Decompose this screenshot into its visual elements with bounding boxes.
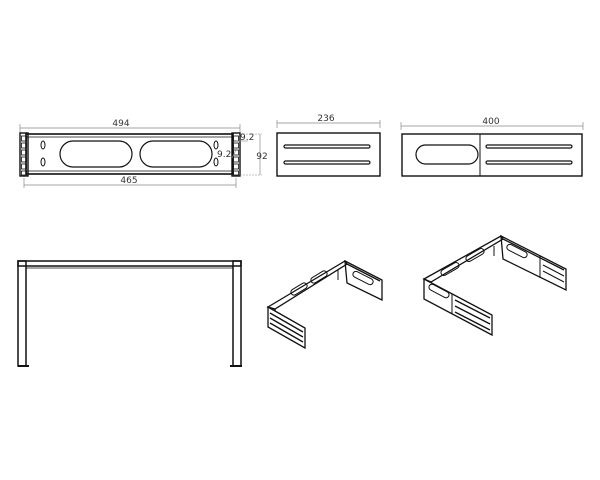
dim-494: 494	[112, 119, 129, 129]
top-view	[17, 260, 242, 367]
iso-view-closed	[266, 259, 383, 350]
dim-92: 92	[256, 152, 267, 162]
dim-9-2-spacing: 9.2	[217, 150, 231, 160]
dim-9-2-offset: 9.2	[240, 133, 254, 143]
dim-236: 236	[317, 114, 334, 124]
dim-400: 400	[482, 117, 499, 127]
dim-465: 465	[120, 176, 137, 186]
iso-view-extended	[422, 234, 567, 337]
side-view-extended	[400, 122, 584, 177]
side-view-closed	[276, 120, 381, 177]
front-view	[19, 124, 262, 188]
